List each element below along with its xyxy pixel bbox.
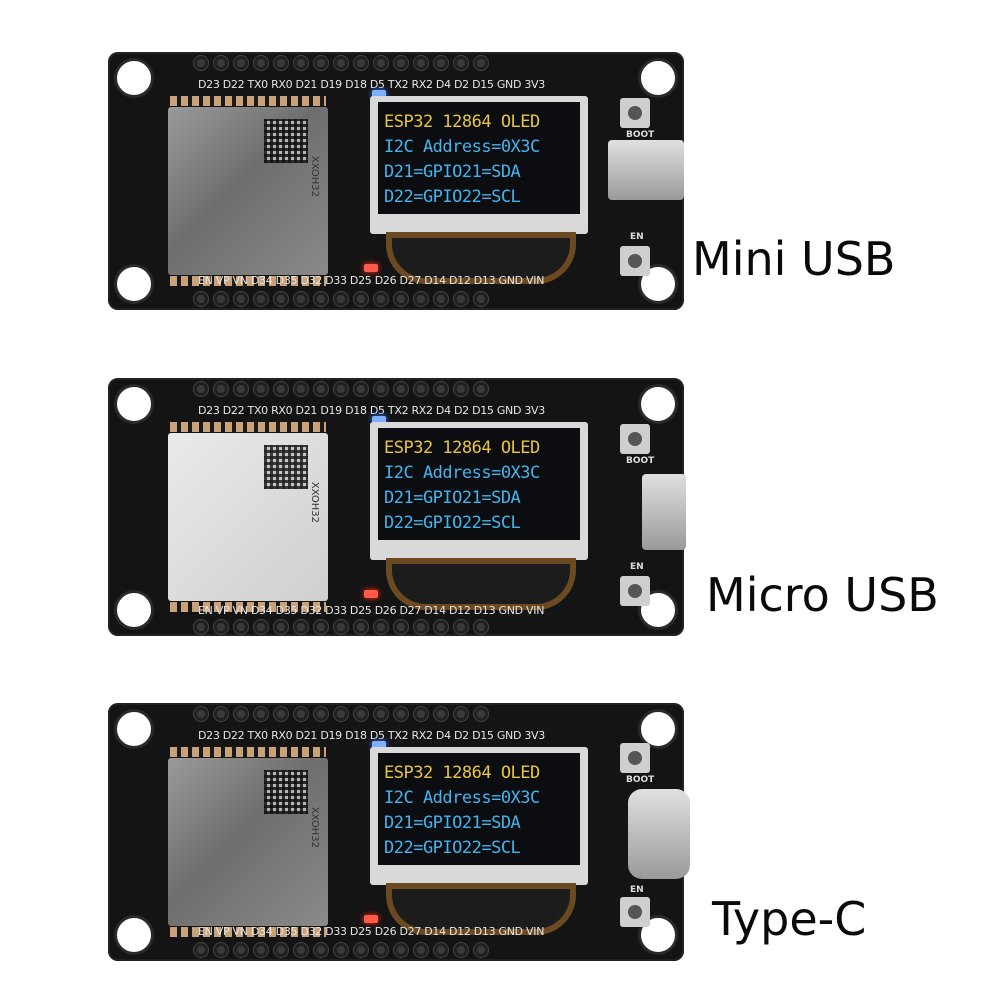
oled-line-scl: D22=GPIO22=SCL <box>384 838 521 858</box>
power-led-red <box>364 264 378 272</box>
bottom-header-pins <box>194 620 514 636</box>
module-pads <box>170 747 326 757</box>
bottom-header-pins <box>194 943 514 959</box>
oled-line-title: ESP32 12864 OLED <box>384 112 540 132</box>
oled-line-address: I2C Address=0X3C <box>384 463 540 483</box>
mounting-hole <box>638 58 678 98</box>
oled-line-sda: D21=GPIO21=SDA <box>384 813 521 833</box>
mounting-hole <box>114 709 154 749</box>
mounting-hole <box>114 915 154 955</box>
bottom-header-pins <box>194 292 514 308</box>
boot-button[interactable] <box>620 424 650 454</box>
oled-line-scl: D22=GPIO22=SCL <box>384 187 521 207</box>
mounting-hole <box>638 264 678 304</box>
boot-label: BOOT <box>626 775 655 785</box>
type-c-port <box>628 789 690 879</box>
oled-line-title: ESP32 12864 OLED <box>384 438 540 458</box>
esp32-wroom-module: XXOH32 <box>168 107 328 275</box>
bottom-pin-labels: EN VP VN D34 D35 D32 D33 D25 D26 D27 D14… <box>198 604 545 617</box>
mounting-hole <box>114 590 154 630</box>
mounting-hole <box>114 264 154 304</box>
oled-flex-cable <box>386 558 576 610</box>
boot-button[interactable] <box>620 743 650 773</box>
esp32-board-mini-usb: D23 D22 TX0 RX0 D21 D19 D18 D5 TX2 RX2 D… <box>108 52 684 310</box>
module-pads <box>170 602 326 612</box>
oled-line-scl: D22=GPIO22=SCL <box>384 513 521 533</box>
esp32-wroom-module: XXOH32 <box>168 758 328 926</box>
oled-line-sda: D21=GPIO21=SDA <box>384 162 521 182</box>
bottom-pin-labels: EN VP VN D34 D35 D32 D33 D25 D26 D27 D14… <box>198 925 545 938</box>
module-pads <box>170 422 326 432</box>
qr-code <box>264 770 308 814</box>
oled-display: ESP32 12864 OLED I2C Address=0X3C D21=GP… <box>370 747 588 885</box>
caption-type-c: Type-C <box>712 892 867 946</box>
top-header-pins <box>194 382 514 398</box>
oled-line-sda: D21=GPIO21=SDA <box>384 488 521 508</box>
esp32-board-type-c: D23 D22 TX0 RX0 D21 D19 D18 D5 TX2 RX2 D… <box>108 703 690 961</box>
oled-flex-cable <box>386 232 576 284</box>
boot-button[interactable] <box>620 98 650 128</box>
esp32-wroom-module: XXOH32 <box>168 433 328 601</box>
en-label: EN <box>630 562 644 572</box>
boot-label: BOOT <box>626 130 655 140</box>
top-header-pins <box>194 707 514 723</box>
mounting-hole <box>638 709 678 749</box>
oled-display: ESP32 12864 OLED I2C Address=0X3C D21=GP… <box>370 96 588 234</box>
module-label: XXOH32 <box>309 155 320 197</box>
en-label: EN <box>630 885 644 895</box>
mounting-hole <box>114 384 154 424</box>
module-pads <box>170 276 326 286</box>
top-pin-labels: D23 D22 TX0 RX0 D21 D19 D18 D5 TX2 RX2 D… <box>198 78 545 91</box>
module-label: XXOH32 <box>309 806 320 848</box>
mounting-hole <box>638 384 678 424</box>
oled-line-address: I2C Address=0X3C <box>384 788 540 808</box>
caption-micro-usb: Micro USB <box>706 568 939 622</box>
oled-flex-cable <box>386 883 576 935</box>
en-button[interactable] <box>620 576 650 606</box>
micro-usb-port <box>642 474 686 550</box>
caption-mini-usb: Mini USB <box>692 232 896 286</box>
mounting-hole <box>114 58 154 98</box>
en-button[interactable] <box>620 246 650 276</box>
module-pads <box>170 927 326 937</box>
bottom-pin-labels: EN VP VN D34 D35 D32 D33 D25 D26 D27 D14… <box>198 274 545 287</box>
power-led-red <box>364 590 378 598</box>
module-label: XXOH32 <box>309 481 320 523</box>
boot-label: BOOT <box>626 456 655 466</box>
qr-code <box>264 445 308 489</box>
esp32-board-micro-usb: D23 D22 TX0 RX0 D21 D19 D18 D5 TX2 RX2 D… <box>108 378 686 636</box>
oled-display: ESP32 12864 OLED I2C Address=0X3C D21=GP… <box>370 422 588 560</box>
en-label: EN <box>630 232 644 242</box>
mounting-hole <box>638 590 678 630</box>
en-button[interactable] <box>620 897 650 927</box>
module-pads <box>170 96 326 106</box>
oled-line-title: ESP32 12864 OLED <box>384 763 540 783</box>
top-header-pins <box>194 56 514 72</box>
qr-code <box>264 119 308 163</box>
oled-line-address: I2C Address=0X3C <box>384 137 540 157</box>
mini-usb-port <box>608 140 684 200</box>
power-led-red <box>364 915 378 923</box>
io2-led-blue <box>372 90 386 98</box>
top-pin-labels: D23 D22 TX0 RX0 D21 D19 D18 D5 TX2 RX2 D… <box>198 404 545 417</box>
top-pin-labels: D23 D22 TX0 RX0 D21 D19 D18 D5 TX2 RX2 D… <box>198 729 545 742</box>
io2-led-blue <box>372 741 386 749</box>
io2-led-blue <box>372 416 386 424</box>
